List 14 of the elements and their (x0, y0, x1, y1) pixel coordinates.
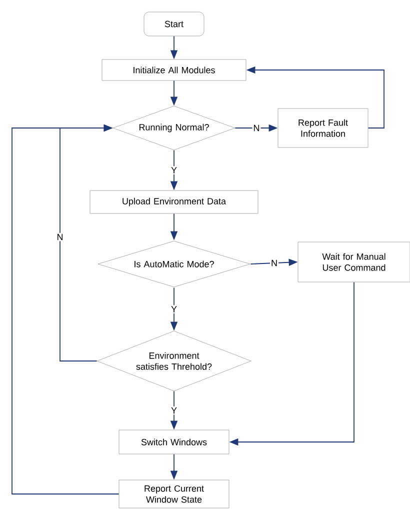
edge-label: Y (170, 406, 178, 415)
process-box: Switch Windows (118, 430, 230, 454)
process-box: Initialize All Modules (102, 59, 246, 81)
edge-label: N (56, 232, 64, 242)
process-box: Wait for Manual User Command (298, 242, 410, 282)
edge-label: N (252, 124, 261, 132)
process-box: Report Current Window State (118, 480, 230, 508)
edge-label: Y (170, 305, 178, 314)
arrow (12, 124, 120, 494)
edge-label: N (270, 258, 278, 268)
start-terminal: Start (144, 12, 204, 36)
process-box: Upload Environment Data (90, 190, 258, 214)
edge-label: Y (170, 166, 178, 174)
process-box: Report Fault Information (278, 108, 368, 148)
